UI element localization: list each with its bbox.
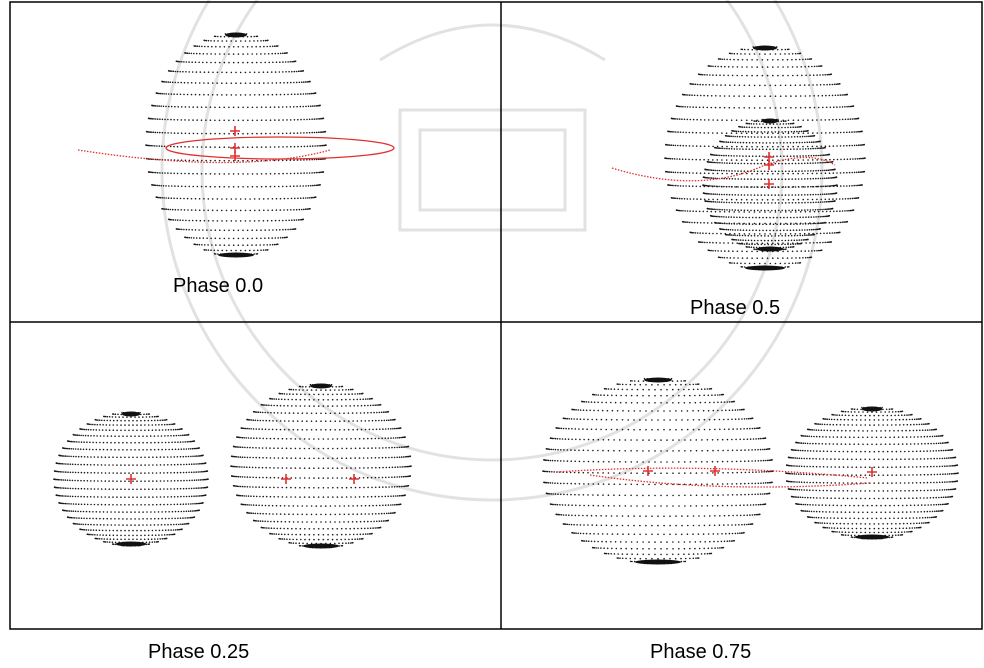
orbit-path: [589, 474, 871, 488]
center-marker: [867, 467, 877, 477]
center-marker: [349, 474, 359, 484]
watermark-emblem: [160, 0, 824, 502]
orbit-ellipse: [165, 136, 395, 160]
panel-phase-0-25: [53, 383, 412, 549]
star-sphere: [145, 32, 327, 258]
center-marker: [230, 151, 240, 161]
secondary-star-sphere: [702, 118, 838, 252]
label-phase-0-5: Phase 0.5: [690, 297, 781, 319]
center-marker: [764, 179, 774, 189]
panel-phase-0-5: [611, 45, 866, 271]
center-marker: [643, 466, 653, 476]
center-marker: [230, 126, 240, 136]
center-marker: [710, 466, 720, 476]
label-phase-0-75: Phase 0.75: [650, 641, 752, 663]
label-phase-0-25: Phase 0.25: [148, 641, 250, 663]
panel-phase-0-75: [542, 377, 959, 565]
center-marker: [764, 160, 774, 170]
center-marker: [126, 474, 136, 484]
secondary-star-sphere: [53, 411, 209, 547]
orbit-path: [77, 149, 331, 164]
panel-frame: [9, 1, 983, 630]
panel-phase-0: [77, 32, 395, 258]
secondary-star-sphere: [785, 406, 959, 540]
primary-star-sphere: [230, 383, 412, 549]
primary-star-sphere: [664, 45, 866, 271]
center-marker: [281, 474, 291, 484]
label-phase-0: Phase 0.0: [173, 275, 264, 297]
primary-star-sphere: [542, 377, 774, 565]
orbit-path: [611, 156, 836, 182]
